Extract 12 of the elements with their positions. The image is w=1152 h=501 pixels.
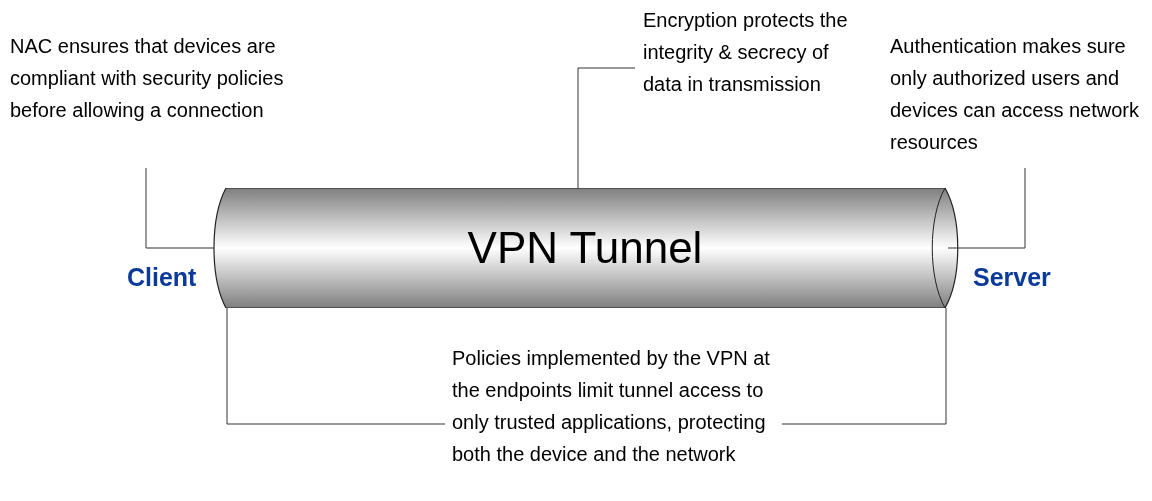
- leader-line: [947, 167, 1026, 249]
- endpoint-label: Client: [127, 262, 197, 293]
- leader-line: [577, 67, 636, 189]
- leader-line: [781, 307, 947, 425]
- callout-text: Encryption protects the integrity & secrecy of data in transmission: [643, 8, 849, 97]
- endpoint-label: Server: [973, 262, 1051, 293]
- callout-text: Policies implemented by the VPN at the endpoints limit tunnel access to only trusted applications, protecting both the device and the network: [452, 346, 771, 467]
- tunnel-title: VPN Tunnel: [467, 226, 703, 270]
- leader-line: [145, 167, 215, 249]
- leader-line: [226, 307, 446, 425]
- callout-text: NAC ensures that devices are compliant with security policies before allowing a connection: [10, 34, 285, 123]
- callout-text: Authentication makes sure only authorized users and devices can access network resources: [890, 34, 1140, 155]
